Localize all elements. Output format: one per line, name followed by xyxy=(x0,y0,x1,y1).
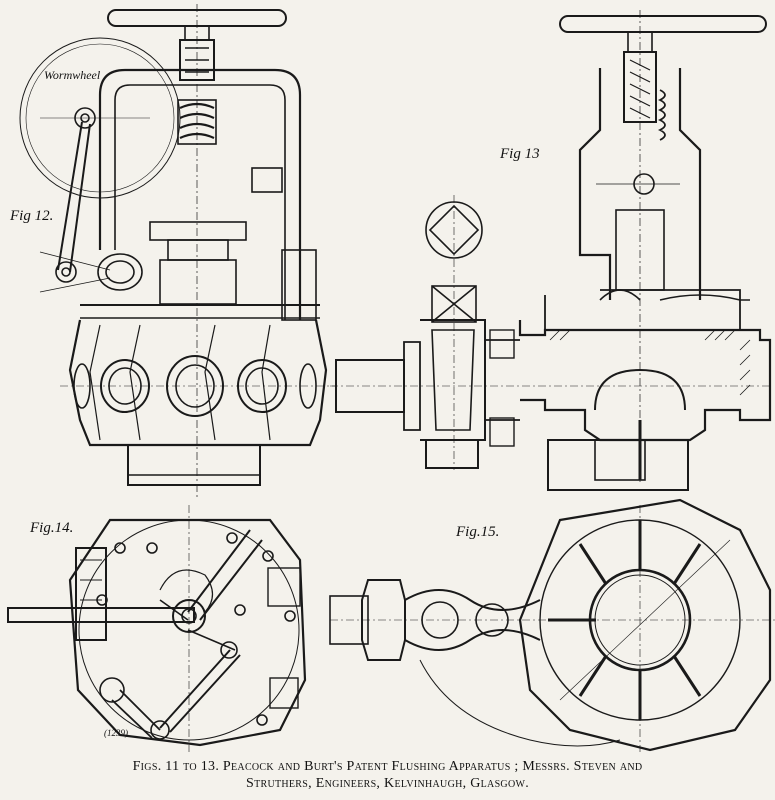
figure-caption: Figs. 11 to 13. Peacock and Burt's Paten… xyxy=(10,758,765,792)
caption-line-1: Figs. 11 to 13. Peacock and Burt's Paten… xyxy=(132,759,643,774)
fig15-section-plan xyxy=(329,498,775,752)
fig12-front-elevation xyxy=(19,4,335,500)
fig13-section xyxy=(330,10,772,491)
fig14-label: Fig.14. xyxy=(30,520,74,536)
fig12-label: Fig 12. xyxy=(10,208,54,224)
fig14-plan xyxy=(7,505,307,752)
fig13-label: Fig 13 xyxy=(500,146,540,162)
fig15-label: Fig.15. xyxy=(456,524,500,540)
wormwheel-label: Wormwheel xyxy=(44,68,101,82)
caption-line-2: Struthers, Engineers, Kelvinhaugh, Glasg… xyxy=(245,776,530,791)
reference-number: (1239) xyxy=(104,728,128,738)
engineering-drawing-plate xyxy=(7,4,775,752)
